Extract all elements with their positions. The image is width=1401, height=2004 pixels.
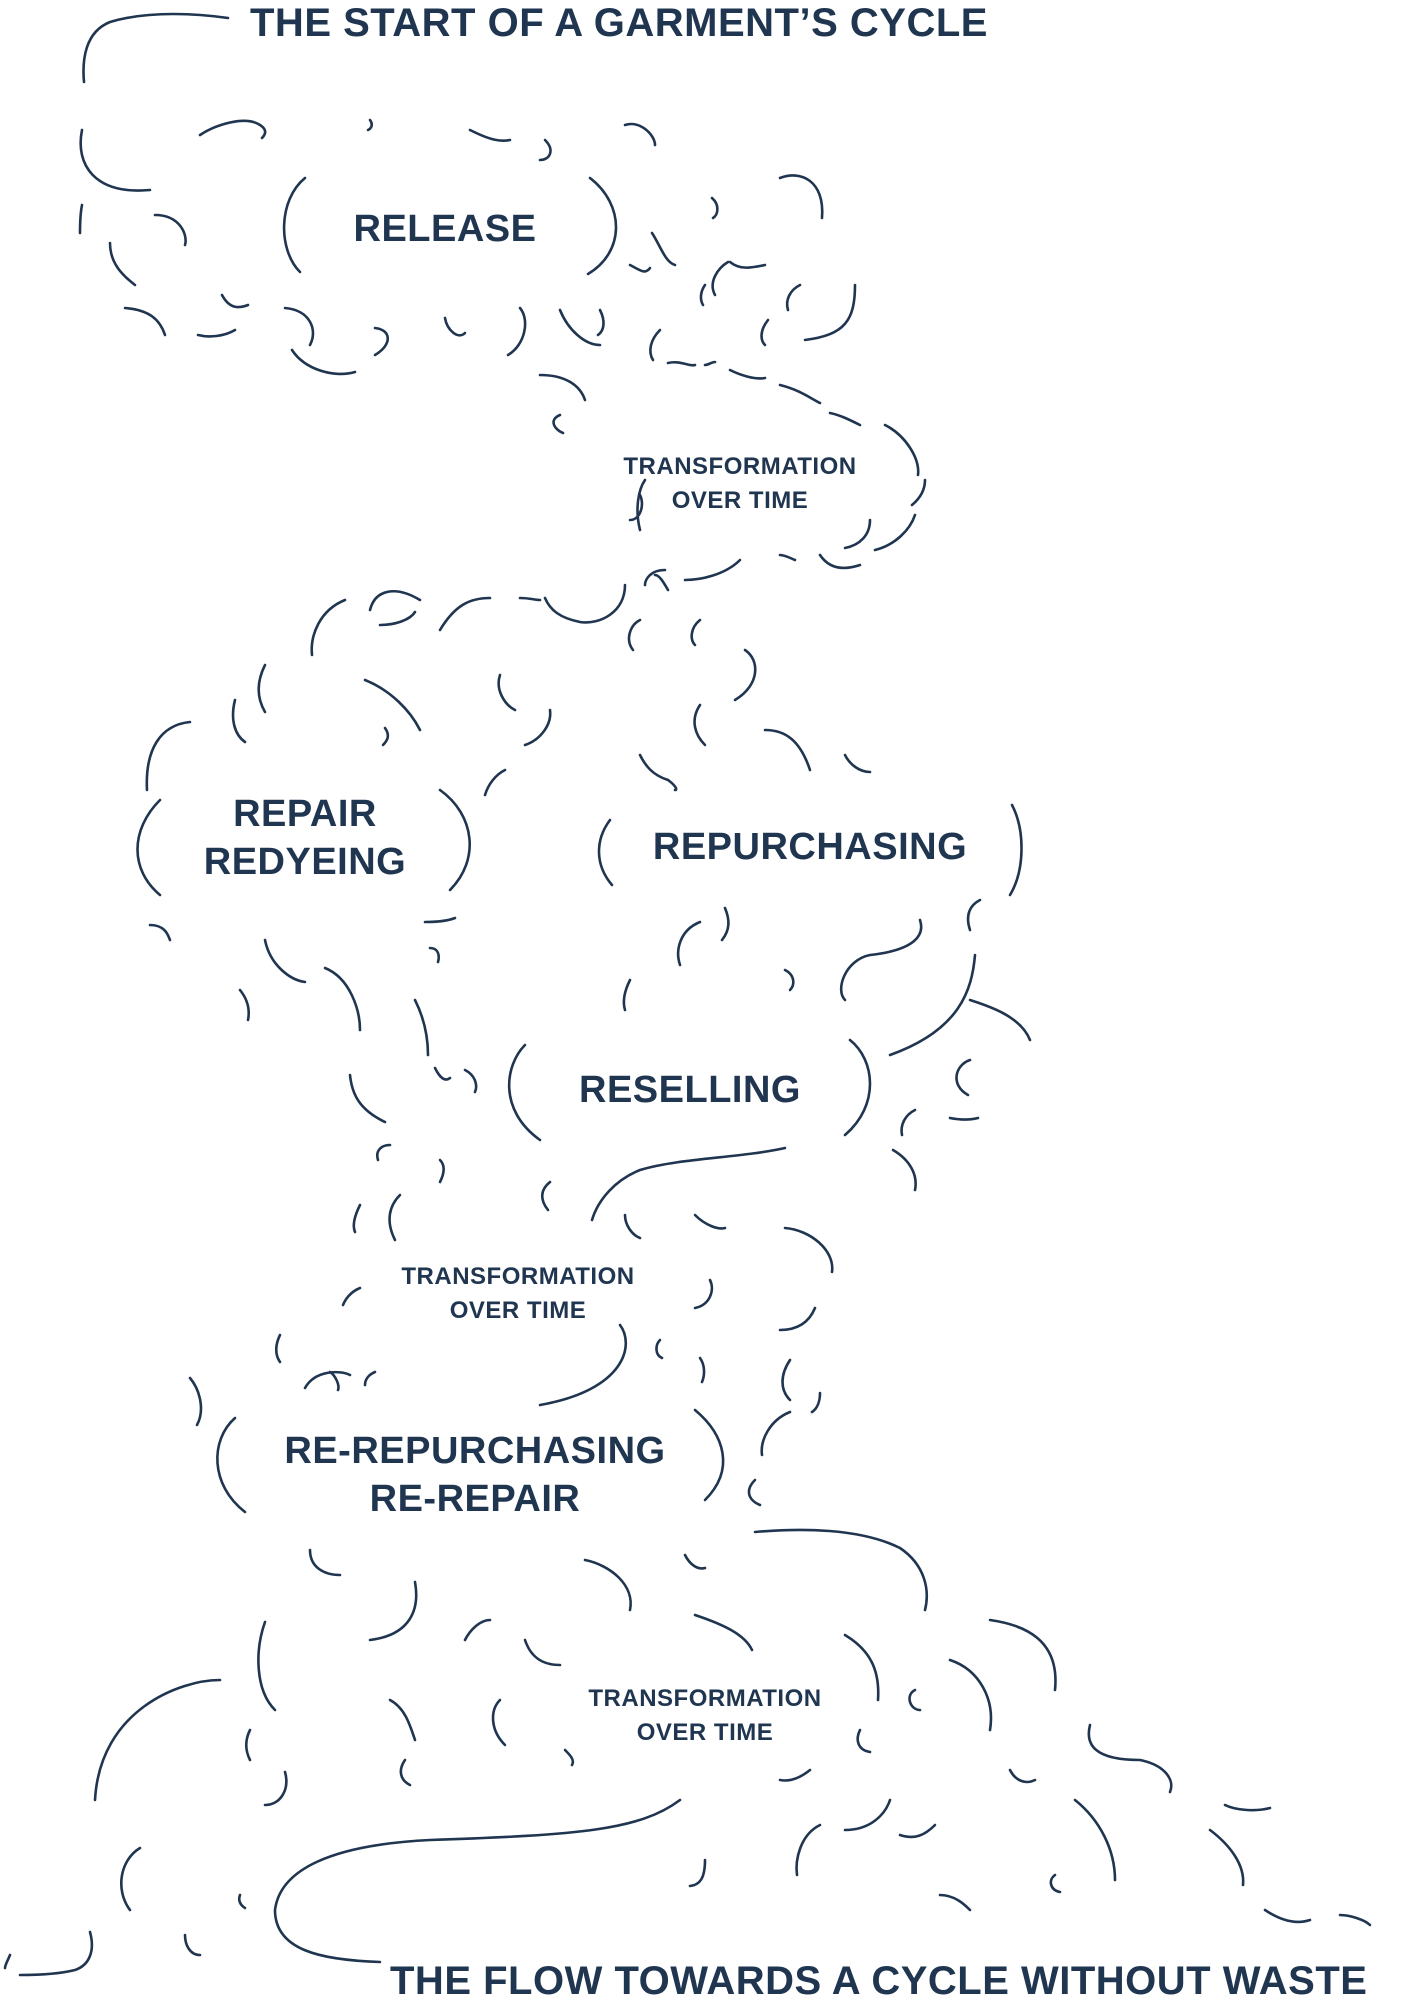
re-repurchasing-bracket-right xyxy=(693,1408,725,1502)
stage-transformation-2-line1: TRANSFORMATION xyxy=(401,1263,635,1290)
re-repurchasing-bracket-left xyxy=(216,1416,247,1514)
repurchasing-bracket-left xyxy=(597,818,614,887)
stage-transformation-2: TRANSFORMATION OVER TIME xyxy=(368,1260,668,1328)
stage-transformation-2-line2: OVER TIME xyxy=(449,1297,587,1324)
stage-repurchasing: REPURCHASING xyxy=(652,826,968,868)
stage-transformation-3-line2: OVER TIME xyxy=(636,1719,774,1746)
stage-re-repurchasing: RE-REPURCHASING RE-REPAIR xyxy=(240,1427,710,1523)
diagram-header: THE START OF A GARMENT’S CYCLE xyxy=(250,1,988,45)
repair-bracket-right xyxy=(438,788,471,892)
stage-transformation-1-line1: TRANSFORMATION xyxy=(623,453,857,480)
release-bracket-right xyxy=(586,176,618,276)
header-hook-stroke xyxy=(82,12,230,84)
repurchasing-bracket-right xyxy=(1008,803,1023,897)
reselling-bracket-left xyxy=(507,1043,542,1142)
stage-release: RELEASE xyxy=(353,208,537,250)
cloud-strokes xyxy=(3,12,1372,1977)
diagram-footer: THE FLOW TOWARDS A CYCLE WITHOUT WASTE xyxy=(390,1959,1368,2003)
stage-transformation-1: TRANSFORMATION OVER TIME xyxy=(590,450,890,518)
release-bracket-left xyxy=(282,176,307,274)
stage-repair-line2: REDYEING xyxy=(203,841,407,883)
stage-re-repurchasing-line1: RE-REPURCHASING xyxy=(284,1430,666,1472)
stage-reselling: RESELLING xyxy=(579,1069,801,1111)
stage-transformation-3: TRANSFORMATION OVER TIME xyxy=(555,1682,855,1750)
reselling-bracket-right xyxy=(843,1038,872,1137)
stage-repair-line1: REPAIR xyxy=(233,793,377,835)
repair-bracket-left xyxy=(136,798,162,897)
stage-transformation-3-line1: TRANSFORMATION xyxy=(588,1685,822,1712)
stage-transformation-1-line2: OVER TIME xyxy=(671,487,809,514)
stage-re-repurchasing-line2: RE-REPAIR xyxy=(369,1478,581,1520)
stage-repair: REPAIR REDYEING xyxy=(165,790,445,886)
